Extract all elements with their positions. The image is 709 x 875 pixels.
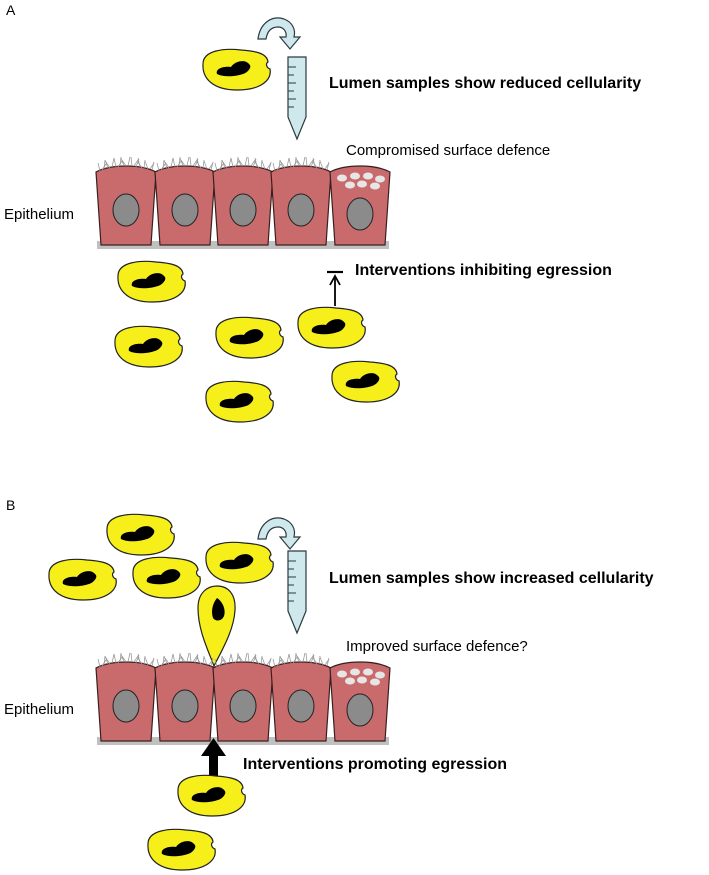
- intervention-caption: Interventions promoting egression: [243, 756, 507, 773]
- epithelium-layer: [95, 156, 391, 249]
- epithelium-layer: [95, 652, 391, 745]
- sample-tube-icon: [287, 56, 307, 140]
- leukocyte-cell: [202, 48, 271, 91]
- epithelial-cell: [154, 652, 216, 742]
- leukocyte-cell: [147, 828, 216, 871]
- goblet-cell: [329, 661, 391, 742]
- epithelial-cell: [270, 652, 332, 742]
- leukocyte-cell: [331, 360, 400, 403]
- panel-b: B Lumen samples show increased cellulari…: [4, 497, 654, 871]
- panel-a: A Lumen samples show reduced cellularity…: [4, 2, 641, 423]
- leukocyte-cell: [114, 325, 183, 368]
- goblet-cell: [329, 165, 391, 246]
- leukocyte-cell: [132, 556, 201, 599]
- panel-b-letter: B: [6, 497, 15, 513]
- leukocyte-cell: [205, 541, 274, 584]
- surface-caption: Improved surface defence?: [346, 638, 528, 655]
- leukocyte-cell: [177, 774, 246, 817]
- leukocyte-cell: [205, 380, 274, 423]
- lumen-caption: Lumen samples show reduced cellularity: [329, 75, 641, 92]
- epithelial-cell: [154, 156, 216, 246]
- leukocyte-cell: [106, 513, 175, 556]
- leukocyte-cell: [215, 316, 284, 359]
- epithelial-cell: [212, 652, 274, 742]
- epithelial-cell: [95, 652, 157, 742]
- promote-arrow-icon: [201, 738, 226, 776]
- intervention-caption: Interventions inhibiting egression: [355, 262, 612, 279]
- epithelial-cell: [95, 156, 157, 246]
- surface-caption: Compromised surface defence: [346, 142, 550, 159]
- lumen-caption: Lumen samples show increased cellularity: [329, 570, 654, 587]
- epithelial-cell: [270, 156, 332, 246]
- leukocyte-cell: [297, 306, 366, 349]
- inhibit-arrow-icon: [327, 270, 343, 306]
- pour-arrow-icon: [257, 17, 301, 50]
- pour-arrow-icon: [257, 517, 301, 550]
- leukocyte-cell: [48, 558, 117, 601]
- tissue-label: Epithelium: [4, 206, 74, 223]
- leukocyte-cell: [117, 260, 186, 303]
- sample-tube-icon: [287, 550, 307, 634]
- tissue-label: Epithelium: [4, 701, 74, 718]
- epithelial-cell: [212, 156, 274, 246]
- panel-a-letter: A: [6, 2, 16, 18]
- egressing-leukocyte: [197, 585, 236, 668]
